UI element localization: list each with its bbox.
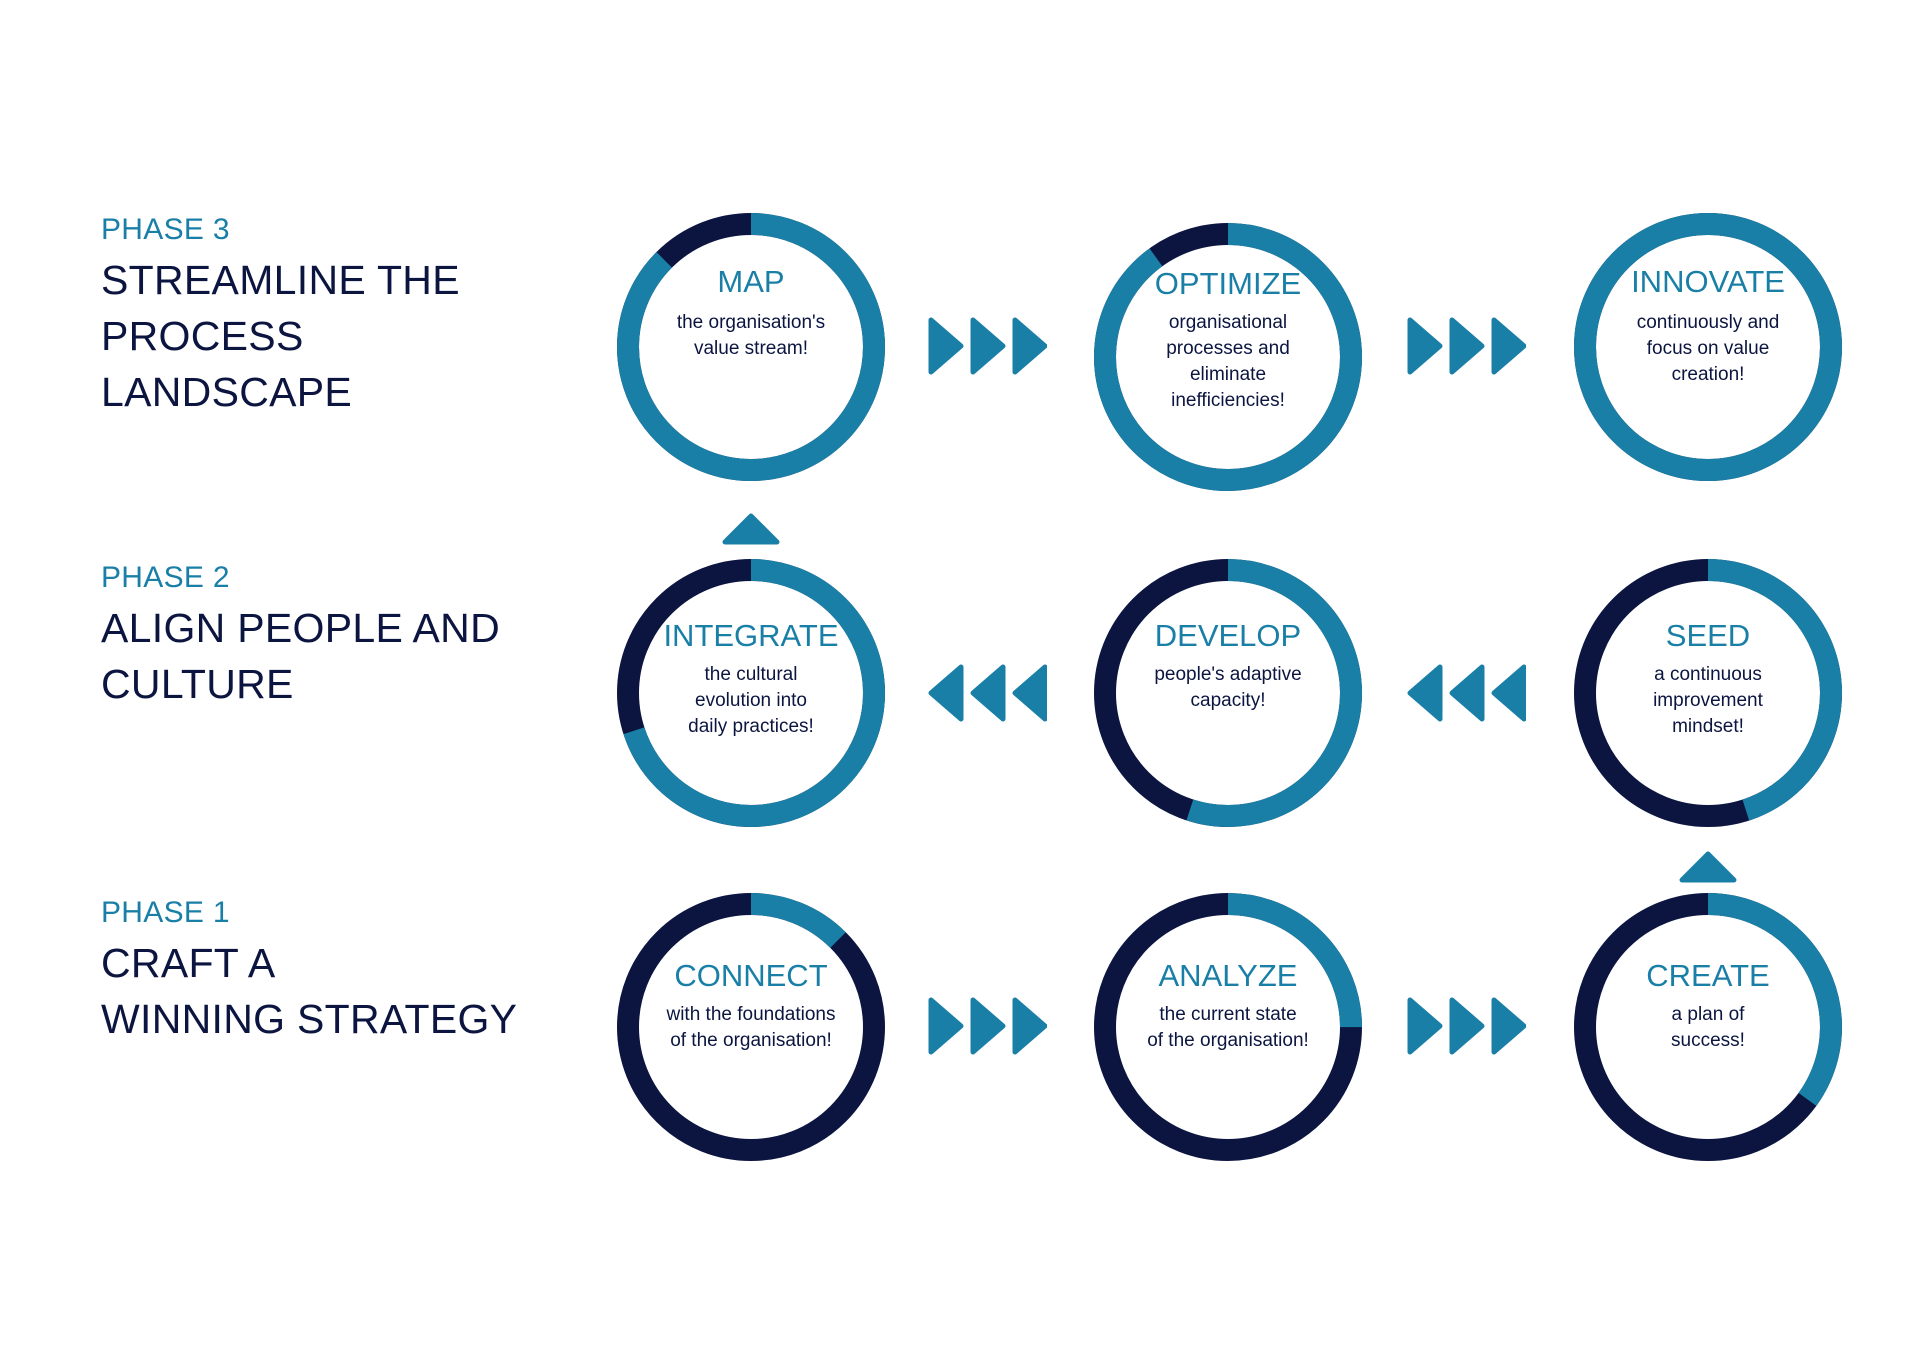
ring-progress-arc <box>1094 223 1362 491</box>
up-arrow-icon <box>1679 851 1737 883</box>
node-map: MAP the organisation's value stream! <box>616 212 886 482</box>
chevron-right-icon <box>1012 317 1047 375</box>
chevron-right-icon <box>1491 317 1526 375</box>
chevron-up-icon <box>722 513 780 545</box>
phase-3-label: PHASE 3 <box>101 213 230 246</box>
chevron-right-icon <box>928 317 964 375</box>
triple-chevron-right-icon <box>928 317 1047 375</box>
ring-progress-arc <box>617 893 885 1161</box>
ring-progress-arc <box>1574 893 1842 1161</box>
ring-progress-arc <box>1574 213 1842 481</box>
triple-chevron-right-icon <box>1407 997 1526 1055</box>
chevron-left-icon <box>1491 664 1526 722</box>
node-title: ANALYZE <box>1158 958 1298 993</box>
node-description: a plan of success! <box>1671 1004 1745 1051</box>
phase-2: PHASE 2 ALIGN PEOPLE AND CULTURE <box>101 560 521 712</box>
node-description: people's adaptive capacity! <box>1154 664 1302 711</box>
chevron-right-icon <box>1449 997 1485 1055</box>
phase-3: PHASE 3 STREAMLINE THE PROCESS LANDSCAPE <box>101 212 521 420</box>
node-connect: CONNECT with the foundations of the orga… <box>616 892 886 1162</box>
node-title: MAP <box>717 264 785 299</box>
triple-chevron-right-icon <box>1407 317 1526 375</box>
chevron-left-icon <box>1407 664 1443 722</box>
node-description: the current state of the organisation! <box>1147 1004 1309 1051</box>
node-description: organisational processes and eliminate i… <box>1166 312 1290 411</box>
phase-3-title: STREAMLINE THE PROCESS LANDSCAPE <box>101 257 460 415</box>
chevron-right-icon <box>970 997 1006 1055</box>
progress-ring <box>1094 893 1362 1161</box>
progress-ring <box>617 213 885 481</box>
chevron-right-icon <box>1407 997 1443 1055</box>
phase-1-label: PHASE 1 <box>101 896 230 929</box>
node-description: continuously and focus on value creation… <box>1636 312 1780 385</box>
chevron-left-icon <box>928 664 964 722</box>
progress-ring <box>1574 213 1842 481</box>
chevron-right-icon <box>928 997 964 1055</box>
node-description: a continuous improvement mindset! <box>1653 664 1763 737</box>
ring-progress-arc <box>1574 559 1842 827</box>
node-create: CREATE a plan of success! <box>1573 892 1843 1162</box>
phase-2-title: ALIGN PEOPLE AND CULTURE <box>101 605 501 707</box>
chevron-right-icon <box>1012 997 1047 1055</box>
node-title: INNOVATE <box>1631 264 1785 299</box>
chevron-up-icon <box>1679 851 1737 883</box>
node-title: INTEGRATE <box>663 618 839 653</box>
progress-ring <box>1574 559 1842 827</box>
triple-chevron-left-icon <box>928 664 1047 722</box>
ring-progress-arc <box>617 559 885 827</box>
chevron-right-icon <box>1449 317 1485 375</box>
phase-1: PHASE 1 CRAFT A WINNING STRATEGY <box>101 895 521 1047</box>
chevron-left-icon <box>970 664 1006 722</box>
phase-1-title: CRAFT A WINNING STRATEGY <box>101 940 518 1042</box>
node-integrate: INTEGRATE the cultural evolution into da… <box>616 558 886 828</box>
node-title: CONNECT <box>674 958 828 993</box>
chevron-right-icon <box>1491 997 1526 1055</box>
node-title: CREATE <box>1646 958 1770 993</box>
ring-progress-arc <box>1094 559 1362 827</box>
node-develop: DEVELOP people's adaptive capacity! <box>1093 558 1363 828</box>
node-seed: SEED a continuous improvement mindset! <box>1573 558 1843 828</box>
triple-chevron-right-icon <box>928 997 1047 1055</box>
ring-progress-arc <box>1094 893 1362 1161</box>
chevron-left-icon <box>1449 664 1485 722</box>
node-optimize: OPTIMIZE organisational processes and el… <box>1093 222 1363 492</box>
node-description: with the foundations of the organisation… <box>666 1004 836 1051</box>
progress-ring <box>1094 223 1362 491</box>
progress-ring <box>1094 559 1362 827</box>
up-arrow-icon <box>722 513 780 545</box>
node-title: SEED <box>1665 618 1751 653</box>
node-innovate: INNOVATE continuously and focus on value… <box>1573 212 1843 482</box>
chevron-right-icon <box>1407 317 1443 375</box>
node-description: the organisation's value stream! <box>676 312 826 359</box>
node-analyze: ANALYZE the current state of the organis… <box>1093 892 1363 1162</box>
progress-ring <box>617 559 885 827</box>
phase-2-label: PHASE 2 <box>101 561 230 594</box>
chevron-left-icon <box>1012 664 1047 722</box>
node-title: OPTIMIZE <box>1154 266 1302 301</box>
progress-ring <box>1574 893 1842 1161</box>
chevron-right-icon <box>970 317 1006 375</box>
ring-progress-arc <box>617 213 885 481</box>
progress-ring <box>617 893 885 1161</box>
triple-chevron-left-icon <box>1407 664 1526 722</box>
node-description: the cultural evolution into daily practi… <box>688 664 814 737</box>
node-title: DEVELOP <box>1154 618 1302 653</box>
